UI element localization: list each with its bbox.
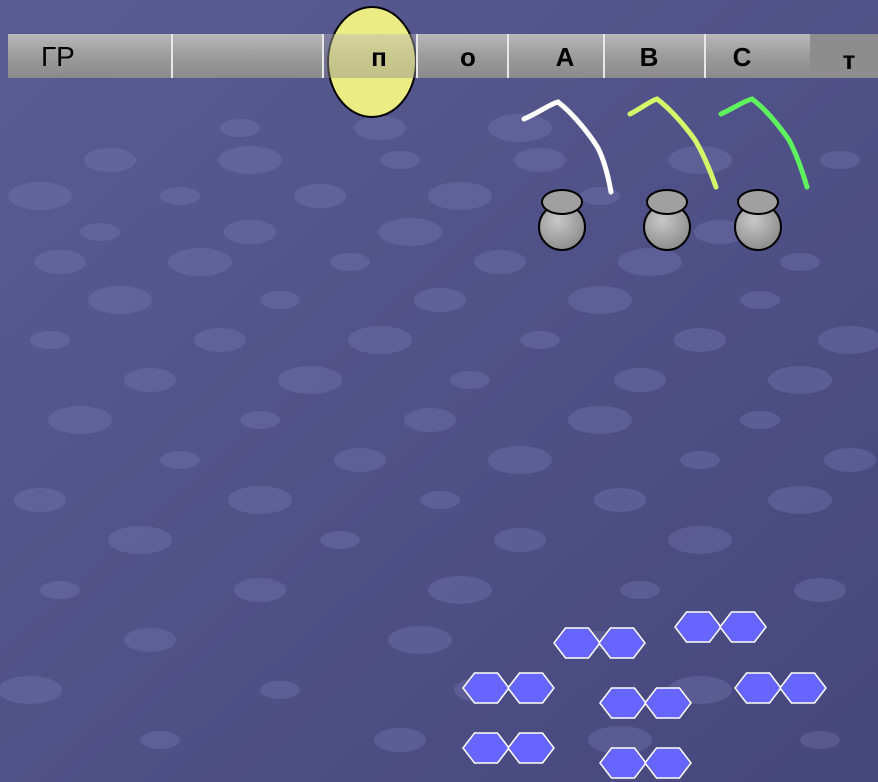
- bg-dot: [820, 151, 860, 169]
- bg-dot: [680, 451, 720, 469]
- bg-dot: [80, 223, 120, 241]
- bg-dot: [404, 408, 456, 432]
- bg-dot: [168, 248, 232, 276]
- bg-dot: [520, 331, 560, 349]
- bg-dot: [160, 451, 200, 469]
- bg-dot: [294, 184, 346, 208]
- bg-dot: [614, 368, 666, 392]
- bg-dot: [0, 676, 62, 704]
- bg-dot: [140, 731, 180, 749]
- bg-dot: [380, 151, 420, 169]
- bg-dot: [88, 286, 152, 314]
- bg-dot: [420, 491, 460, 509]
- label-terminator: т: [843, 45, 856, 75]
- bg-dot: [668, 526, 732, 554]
- bg-dot: [160, 187, 200, 205]
- bg-dot: [794, 578, 846, 602]
- bg-dot: [474, 250, 526, 274]
- bg-dot: [494, 528, 546, 552]
- bg-dot: [320, 531, 360, 549]
- label-promoter: п: [371, 42, 387, 72]
- ribosome-c: [735, 190, 781, 250]
- bg-dot: [428, 576, 492, 604]
- segment-gene-c: [706, 34, 810, 78]
- bg-dot: [568, 406, 632, 434]
- bg-dot: [194, 328, 246, 352]
- bg-dot: [334, 448, 386, 472]
- ribosome-small-subunit: [542, 190, 582, 214]
- ribosome-small-subunit: [738, 190, 778, 214]
- bg-dot: [594, 488, 646, 512]
- bg-dot: [34, 250, 86, 274]
- segment-regulator: [8, 34, 171, 78]
- bg-dot: [488, 446, 552, 474]
- bg-dot: [514, 148, 566, 172]
- label-operator: о: [460, 42, 476, 72]
- label-gene-b: В: [640, 42, 659, 72]
- bg-dot: [374, 728, 426, 752]
- bg-dot: [30, 331, 70, 349]
- bg-dot: [568, 286, 632, 314]
- bg-dot: [768, 486, 832, 514]
- bg-dot: [14, 488, 66, 512]
- label-regulator: ГР: [41, 41, 75, 72]
- bg-dot: [240, 411, 280, 429]
- bg-dot: [488, 114, 552, 142]
- bg-dot: [824, 448, 876, 472]
- ribosome-small-subunit: [647, 190, 687, 214]
- bg-dot: [260, 291, 300, 309]
- bg-dot: [48, 406, 112, 434]
- bg-dot: [40, 581, 80, 599]
- operon-bar: ГР п о А В С т: [8, 34, 878, 78]
- bg-dot: [260, 681, 300, 699]
- bg-dot: [620, 581, 660, 599]
- bg-dot: [278, 366, 342, 394]
- bg-dot: [674, 328, 726, 352]
- bg-dot: [740, 411, 780, 429]
- bg-dot: [234, 578, 286, 602]
- bg-dot: [768, 366, 832, 394]
- bg-dot: [224, 220, 276, 244]
- bg-dot: [330, 253, 370, 271]
- bg-dot: [348, 326, 412, 354]
- label-gene-a: А: [556, 42, 575, 72]
- bg-dot: [354, 116, 406, 140]
- bg-dot: [450, 371, 490, 389]
- bg-dot: [618, 248, 682, 276]
- segment-spacer: [173, 34, 322, 78]
- bg-dot: [108, 526, 172, 554]
- segment-promoter: [324, 34, 416, 78]
- bg-dot: [414, 288, 466, 312]
- bg-dot: [780, 253, 820, 271]
- bg-dot: [388, 626, 452, 654]
- ribosome-a: [539, 190, 585, 250]
- bg-dot: [124, 368, 176, 392]
- bg-dot: [580, 187, 620, 205]
- bg-dot: [378, 218, 442, 246]
- bg-dot: [220, 119, 260, 137]
- label-gene-c: С: [733, 42, 752, 72]
- bg-dot: [124, 628, 176, 652]
- bg-dot: [84, 148, 136, 172]
- bg-dot: [228, 486, 292, 514]
- bg-dot: [740, 291, 780, 309]
- ribosome-b: [644, 190, 690, 250]
- bg-dot: [800, 731, 840, 749]
- bg-dot: [8, 182, 72, 210]
- bg-dot: [428, 182, 492, 210]
- bg-dot: [218, 146, 282, 174]
